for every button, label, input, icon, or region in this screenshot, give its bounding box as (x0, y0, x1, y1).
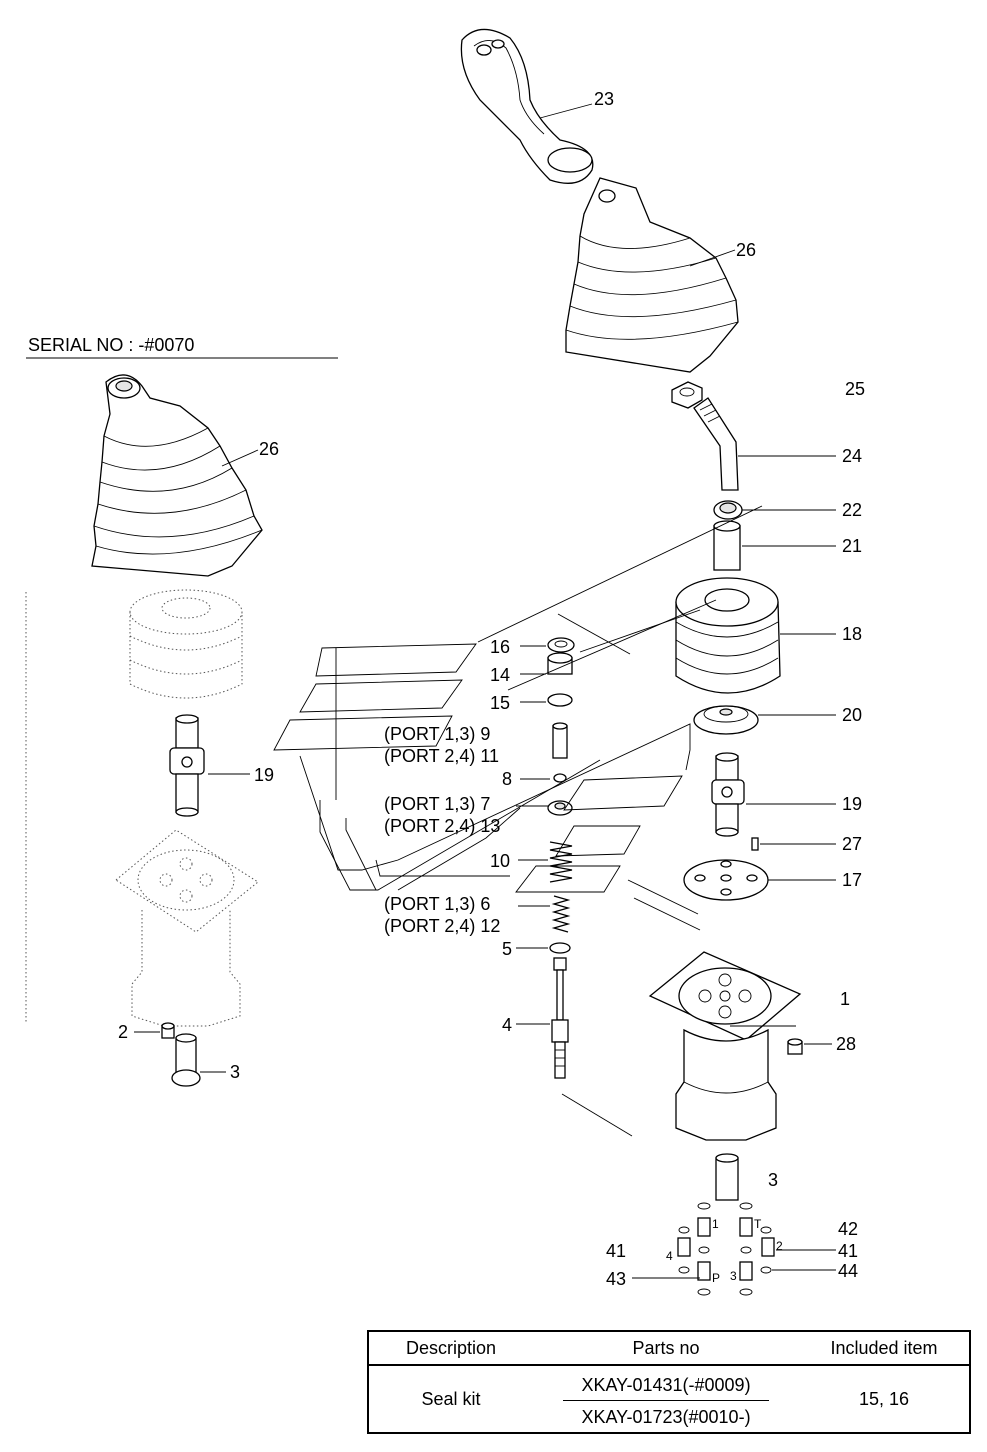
callout-24: 24 (842, 446, 862, 466)
table-row: Seal kit XKAY-01431(-#0009) XKAY-01723(#… (368, 1365, 970, 1433)
assembly-guide-lines (273, 505, 763, 1137)
table-header-row: Description Parts no Included item (368, 1331, 970, 1366)
callout-27: 27 (842, 834, 862, 854)
port-label-t: T (754, 1217, 762, 1231)
callout-4: 4 (502, 1015, 512, 1035)
cell-parts-no: XKAY-01431(-#0009) XKAY-01723(#0010-) (533, 1365, 799, 1433)
pin-part (751, 837, 759, 851)
callout-13-port24: (PORT 2,4) 13 (384, 816, 500, 836)
callout-8: 8 (502, 769, 512, 789)
callout-26-right: 26 (736, 240, 756, 260)
seal-kit-table: Description Parts no Included item Seal … (367, 1330, 971, 1434)
port-label-2: 2 (776, 1239, 783, 1253)
callout-9-port13: (PORT 1,3) 9 (384, 724, 490, 744)
universal-joint-part-right (711, 752, 745, 837)
washer-16 (547, 637, 575, 653)
callout-25: 25 (845, 379, 865, 399)
spring-10 (549, 841, 573, 883)
spool-4 (551, 957, 569, 1079)
callout-22: 22 (842, 500, 862, 520)
o-ring-15 (547, 693, 573, 707)
plate-part (693, 705, 759, 735)
callout-1: 1 (840, 989, 850, 1009)
callout-12-port24: (PORT 2,4) 12 (384, 916, 500, 936)
sleeve-part (713, 520, 741, 571)
callout-2: 2 (118, 1022, 128, 1042)
universal-joint-part-left (169, 714, 205, 817)
callout-41-left: 41 (606, 1241, 626, 1261)
port-label-1: 1 (712, 1217, 719, 1231)
header-description: Description (368, 1331, 533, 1366)
callout-43: 43 (606, 1269, 626, 1289)
callout-17: 17 (842, 870, 862, 890)
callout-44: 44 (838, 1261, 858, 1281)
callout-6-port13: (PORT 1,3) 6 (384, 894, 490, 914)
port-label-p: P (712, 1271, 720, 1285)
callout-11-port24: (PORT 2,4) 11 (384, 746, 499, 766)
spring-seat-7 (547, 800, 573, 816)
port-fittings-group (677, 1202, 775, 1296)
bushing-part-right (715, 1153, 739, 1201)
bellows-ghost-left (129, 589, 243, 699)
lever-rod-part (693, 397, 739, 491)
header-included-item: Included item (799, 1331, 970, 1366)
port-label-4: 4 (666, 1249, 673, 1263)
rubber-boot-part-right (565, 177, 739, 373)
callout-7-port13: (PORT 1,3) 7 (384, 794, 490, 814)
callout-42: 42 (838, 1219, 858, 1239)
callout-19-right: 19 (842, 794, 862, 814)
plug-part-left (161, 1022, 175, 1039)
callout-41-right: 41 (838, 1241, 858, 1261)
header-parts-no: Parts no (533, 1331, 799, 1366)
parts-no-1: XKAY-01431(-#0009) (563, 1371, 769, 1401)
washer-5 (549, 942, 571, 954)
callout-19-left: 19 (254, 765, 274, 785)
bellows-part (675, 577, 781, 694)
push-rod-9 (552, 722, 568, 759)
bushing-part-left (171, 1033, 201, 1087)
washer-8 (553, 773, 567, 783)
callout-10: 10 (490, 851, 510, 871)
callout-16: 16 (490, 637, 510, 657)
port-label-3: 3 (730, 1269, 737, 1283)
disc-plate-part (683, 859, 769, 901)
parts-no-2: XKAY-01723(#0010-) (581, 1406, 751, 1427)
serial-number-label: SERIAL NO : -#0070 (28, 335, 194, 355)
callout-5: 5 (502, 939, 512, 959)
plug-part (787, 1038, 803, 1055)
nut-part (671, 381, 703, 409)
rubber-boot-part-left (91, 374, 263, 577)
valve-body-ghost-left (115, 829, 259, 1027)
callout-3-left: 3 (230, 1062, 240, 1082)
callout-20: 20 (842, 705, 862, 725)
grip-handle-part (460, 28, 594, 184)
callout-21: 21 (842, 536, 862, 556)
callout-18: 18 (842, 624, 862, 644)
valve-body-part (648, 951, 802, 1141)
callout-14: 14 (490, 665, 510, 685)
cell-description: Seal kit (421, 1388, 481, 1409)
callout-15: 15 (490, 693, 510, 713)
spring-6 (551, 895, 571, 933)
cell-included: 15, 16 (858, 1388, 910, 1409)
callout-28: 28 (836, 1034, 856, 1054)
cap-nut-part (713, 500, 743, 520)
callout-26-left: 26 (259, 439, 279, 459)
callout-3-right: 3 (768, 1170, 778, 1190)
callout-23: 23 (594, 89, 614, 109)
